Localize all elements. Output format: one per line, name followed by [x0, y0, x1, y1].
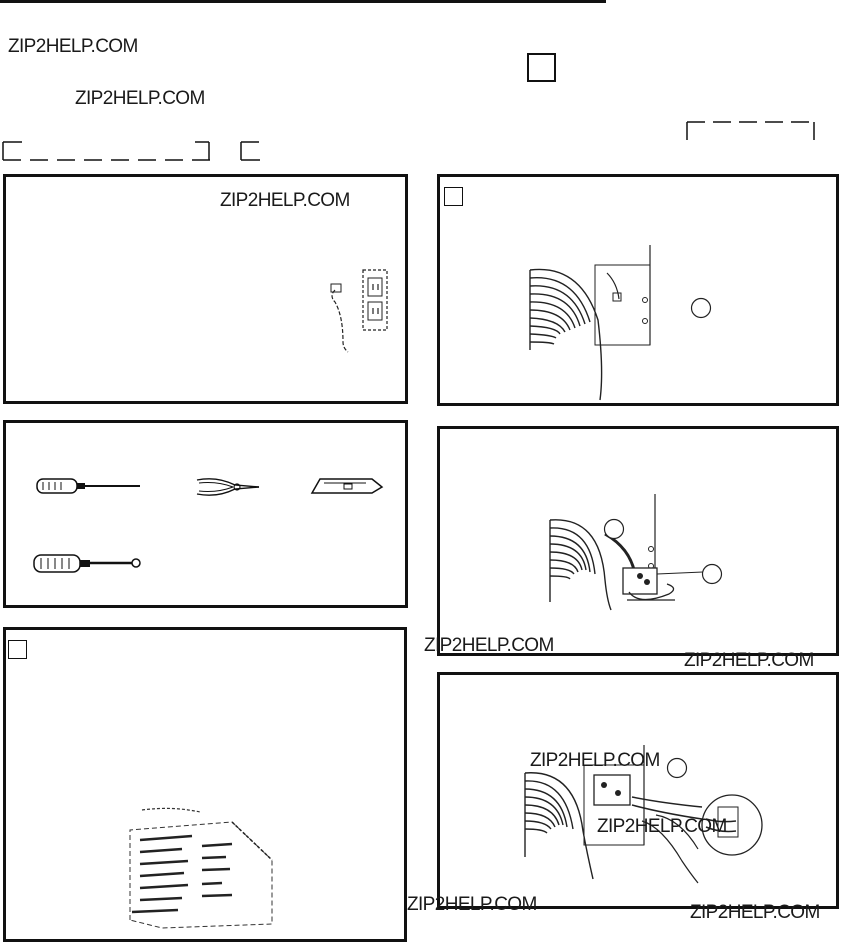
watermark: ZIP2HELP.COM [407, 894, 537, 915]
watermark: ZIP2HELP.COM [75, 88, 205, 109]
heater-grille-icon [529, 245, 651, 401]
watermark: ZIP2HELP.COM [597, 816, 727, 837]
step-checkbox [444, 187, 463, 206]
thermostat-wiring-icon [549, 494, 704, 611]
panel-heater-wiring [437, 426, 839, 656]
callout-circle [666, 757, 688, 779]
watermark: ZIP2HELP.COM [424, 635, 554, 656]
pliers-icon [196, 478, 260, 496]
panel-power-outlet [3, 174, 408, 404]
wall-outlet-icon [330, 269, 388, 353]
watermark: ZIP2HELP.COM [530, 750, 660, 771]
wire-connection-icon [524, 745, 763, 884]
callout-circle [701, 563, 723, 585]
utility-knife-icon [310, 478, 384, 494]
nut-driver-icon [33, 554, 141, 573]
panel-tools [3, 420, 408, 608]
header-checkbox-square [527, 53, 556, 82]
watermark: ZIP2HELP.COM [220, 190, 350, 211]
top-rule [0, 0, 606, 3]
panel-cabinet [3, 627, 407, 942]
callout-circle [603, 518, 625, 540]
panel-heater-connection [437, 672, 839, 909]
panel-heater-top [437, 174, 839, 406]
watermark: ZIP2HELP.COM [8, 36, 138, 57]
watermark: ZIP2HELP.COM [684, 650, 814, 671]
screwdriver-icon [36, 478, 140, 494]
callout-circle [690, 297, 712, 319]
dashed-label-box [2, 141, 260, 161]
cabinet-unit-icon [129, 807, 273, 929]
watermark: ZIP2HELP.COM [690, 902, 820, 923]
dashed-bracket [686, 121, 815, 140]
step-checkbox [8, 640, 27, 659]
